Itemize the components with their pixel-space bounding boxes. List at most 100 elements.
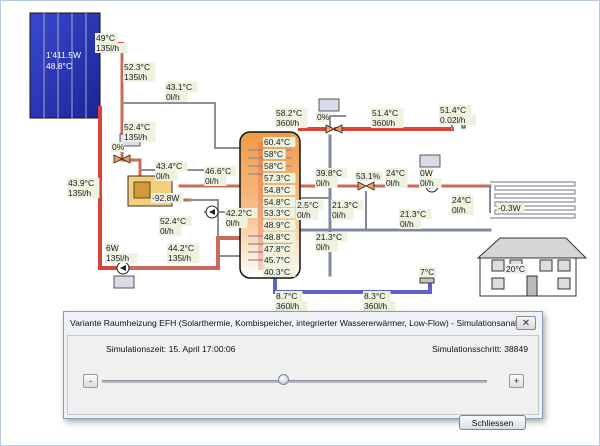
label-coil-out-temp: 42.2°C <box>226 208 252 218</box>
label-bg-heat-ret-mid-flow <box>331 210 354 220</box>
label-bg-boiler-power <box>151 193 184 203</box>
label-boiler-top-temp: 43.4°C <box>156 161 182 171</box>
label-valve-left-pct: 0% <box>112 142 125 152</box>
label-bg-heat-ret-low-temp <box>315 232 348 242</box>
label-left-loop-temp: 52.4°C <box>124 122 150 132</box>
label-bg-heat-a-flow <box>315 178 338 188</box>
label-bg-valve-heat-pct <box>355 171 383 181</box>
label-tank-t2: 58°C <box>264 149 283 159</box>
label-bg-heat-b-temp <box>385 168 408 178</box>
label-boiler-side-flow: 0l/h <box>205 176 219 186</box>
step-forward-button[interactable]: + <box>509 374 524 388</box>
label-floor-flow: 0l/h <box>452 205 466 215</box>
label-heat-ret-mid-flow: 0l/h <box>332 210 346 220</box>
label-tank-t8: 48.9°C <box>264 220 290 230</box>
label-coil-out-flow: 0l/h <box>226 218 240 228</box>
outdoor-sensor-icon <box>419 277 435 284</box>
label-bg-floor-flow <box>451 205 474 215</box>
label-boiler-power: -92.8W <box>152 193 179 203</box>
label-bg-pump-bottom-flow <box>105 253 138 263</box>
label-bg-cold-right-flow <box>363 301 396 311</box>
label-floor-power: -0.3W <box>498 203 521 213</box>
label-heat-ret-low-flow: 0l/h <box>316 242 330 252</box>
label-boiler-low-temp: 52.4°C <box>160 216 186 226</box>
label-bg-heat-ret-right-temp <box>399 209 432 219</box>
label-bg-tank-mid-label <box>296 200 324 210</box>
label-bg-solar-mid-temp <box>123 62 156 72</box>
label-bg-coil-out-flow <box>225 218 248 228</box>
label-bg-tank-t12 <box>263 267 296 277</box>
label-bg-tank-t10 <box>263 244 296 254</box>
label-bg-solar-out-temp <box>95 33 118 43</box>
label-floor-temp: 24°C <box>452 195 471 205</box>
label-bg-tank-t4 <box>263 173 296 183</box>
label-heat-b-temp: 24°C <box>386 168 405 178</box>
label-bg-solar-out-flow <box>95 43 128 53</box>
label-bg-floor-temp <box>451 195 474 205</box>
label-bg-valve-top-pct <box>316 112 329 122</box>
step-back-button[interactable]: - <box>83 374 98 388</box>
time-slider-thumb[interactable] <box>277 374 289 385</box>
label-room-temp: 20°C <box>506 264 525 274</box>
label-left-loop-flow: 135l/h <box>124 132 147 142</box>
label-bg-tap-flow <box>439 115 477 125</box>
label-tank-t5: 54.8°C <box>264 185 290 195</box>
close-icon[interactable]: ✕ <box>516 316 536 330</box>
label-bg-cold-right-temp <box>363 291 391 301</box>
label-bg-tank-t9 <box>263 232 296 242</box>
label-bg-left-loop-flow <box>123 132 156 142</box>
label-solar-mid-temp: 52.3°C <box>124 62 150 72</box>
label-solar-out-flow: 135l/h <box>96 43 119 53</box>
simulation-time-label: Simulationszeit: 15. April 17:00:06 <box>106 344 236 354</box>
label-bg-dhw-top-flow <box>275 118 308 128</box>
label-bg-heat-pump-power <box>419 168 432 178</box>
label-tank-t3: 58°C <box>264 161 283 171</box>
label-bg-bypass-temp <box>165 82 198 92</box>
label-collector-temp: 48.8°C <box>46 61 72 71</box>
dialog-body: Simulationszeit: 15. April 17:00:06 Simu… <box>67 335 539 430</box>
label-cold-right-flow: 360l/h <box>364 301 387 311</box>
label-heat-ret-low-temp: 21.3°C <box>316 232 342 242</box>
label-tank-t7: 53.3°C <box>264 208 290 218</box>
label-bypass-flow: 0l/h <box>166 92 180 102</box>
label-bg-return-bottom-temp <box>167 243 200 253</box>
label-tank-t9: 48.8°C <box>264 232 290 242</box>
label-bg-boiler-top-flow <box>155 171 178 181</box>
label-bg-heat-ret-right-flow <box>399 219 422 229</box>
label-bg-cold-in-temp <box>275 291 303 301</box>
label-heat-pump-power: 0W <box>420 168 433 178</box>
label-heat-a-flow: 0l/h <box>316 178 330 188</box>
label-bg-boiler-low-temp <box>159 216 192 226</box>
label-bg-tank-t1 <box>263 137 296 147</box>
label-pump-bottom-flow: 135l/h <box>106 253 129 263</box>
label-bg-cold-in-flow <box>275 301 308 311</box>
label-tank-mid-label: 2.5°C <box>297 200 318 210</box>
label-bg-return-bottom-flow <box>167 253 200 263</box>
label-tank-t1: 60.4°C <box>264 137 290 147</box>
label-pump-bottom-power: 6W <box>106 243 119 253</box>
label-bg-heat-pump-flow <box>419 178 442 188</box>
label-bg-valve-left-pct <box>111 142 124 152</box>
label-return-bottom-flow: 135l/h <box>168 253 191 263</box>
label-heat-b-flow: 0l/h <box>386 178 400 188</box>
dialog-title: Variante Raumheizung EFH (Solarthermie, … <box>70 318 531 328</box>
label-bg-pump-bottom-power <box>105 243 118 253</box>
time-slider-track[interactable] <box>102 380 487 383</box>
label-valve-top-pct: 0% <box>317 112 330 122</box>
label-bg-boiler-side-temp <box>204 166 237 176</box>
label-bg-tank-t6 <box>263 197 296 207</box>
label-tank-t10: 47.8°C <box>264 244 290 254</box>
label-bg-left-loop-temp <box>123 122 156 132</box>
label-bg-tank-t8 <box>263 220 296 230</box>
label-bg-solar-mid-flow <box>123 72 156 82</box>
label-bg-dhw-mix-flow <box>371 118 404 128</box>
label-heat-pump-flow: 0l/h <box>420 178 434 188</box>
label-boiler-low-flow: 0l/h <box>160 226 174 236</box>
close-button[interactable]: Schliessen <box>459 415 526 430</box>
label-bg-boiler-side-flow <box>204 176 227 186</box>
label-cold-in-flow: 360l/h <box>276 301 299 311</box>
label-bg-room-temp <box>505 264 528 274</box>
label-outside-temp: 7°C <box>420 267 434 277</box>
label-solar-mid-flow: 135l/h <box>124 72 147 82</box>
label-bg-dhw-mix-temp <box>371 108 404 118</box>
